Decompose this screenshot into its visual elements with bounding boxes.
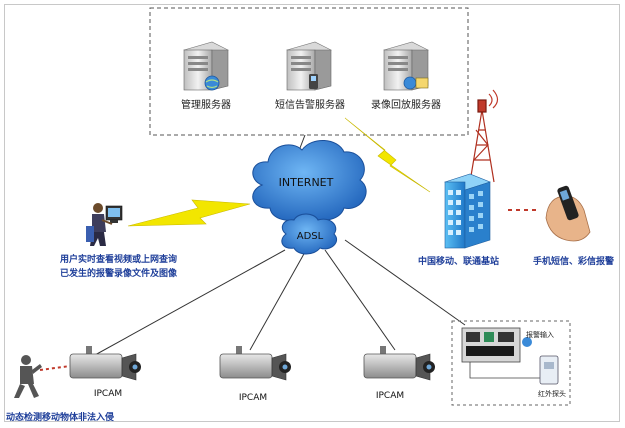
alarm-input-label: 报警输入 bbox=[526, 330, 554, 339]
bolt-user-icon bbox=[127, 199, 251, 227]
ipcam-1-label: IPCAM bbox=[94, 389, 122, 399]
infrared-sensor-icon bbox=[539, 355, 559, 385]
alarm-controller-icon bbox=[461, 327, 532, 363]
ipcam-2-label: IPCAM bbox=[239, 393, 267, 403]
adsl-cloud-icon bbox=[281, 213, 338, 255]
user-caption-line2: 已发生的报警录像文件及图像 bbox=[60, 267, 178, 279]
user-workstation-icon bbox=[86, 203, 123, 246]
alarm-wire bbox=[469, 362, 551, 379]
ipcam-1-icon bbox=[69, 346, 141, 381]
bolt-servers-icon bbox=[344, 117, 431, 193]
ipcam-2-icon bbox=[219, 346, 291, 381]
ipcam-3-icon bbox=[363, 346, 435, 381]
management-server-icon bbox=[183, 41, 229, 91]
phone-alarm-label: 手机短信、彩信报警 bbox=[533, 255, 614, 267]
user-caption-line1: 用户实时查看视频或上网查询 bbox=[59, 253, 177, 265]
diagram-frame bbox=[4, 4, 620, 422]
playback-server-icon bbox=[383, 41, 429, 91]
alarm-box-frame bbox=[451, 320, 571, 406]
mobile-phone-icon bbox=[545, 185, 591, 242]
intruder-figure-icon bbox=[14, 355, 42, 398]
playback-server-label: 录像回放服务器 bbox=[371, 98, 441, 111]
management-server-label: 管理服务器 bbox=[181, 98, 231, 111]
intruder-caption: 动态检测移动物体非法入侵 bbox=[6, 411, 114, 423]
internet-label: INTERNET bbox=[279, 176, 334, 189]
sms-alarm-server-icon bbox=[286, 41, 332, 91]
adsl-label: ADSL bbox=[297, 231, 324, 242]
ipcam-3-label: IPCAM bbox=[376, 391, 404, 401]
cell-tower-icon bbox=[469, 89, 499, 183]
sms-alarm-server-label: 短信告警服务器 bbox=[275, 98, 345, 111]
server-group-box bbox=[149, 7, 469, 136]
intruder-link-dashes bbox=[39, 365, 71, 371]
base-station-label: 中国移动、联通基站 bbox=[418, 255, 499, 267]
infrared-sensor-label: 红外探头 bbox=[538, 389, 566, 398]
base-station-building-icon bbox=[444, 173, 491, 249]
internet-cloud-icon bbox=[252, 140, 367, 221]
connection-lines bbox=[94, 134, 466, 356]
